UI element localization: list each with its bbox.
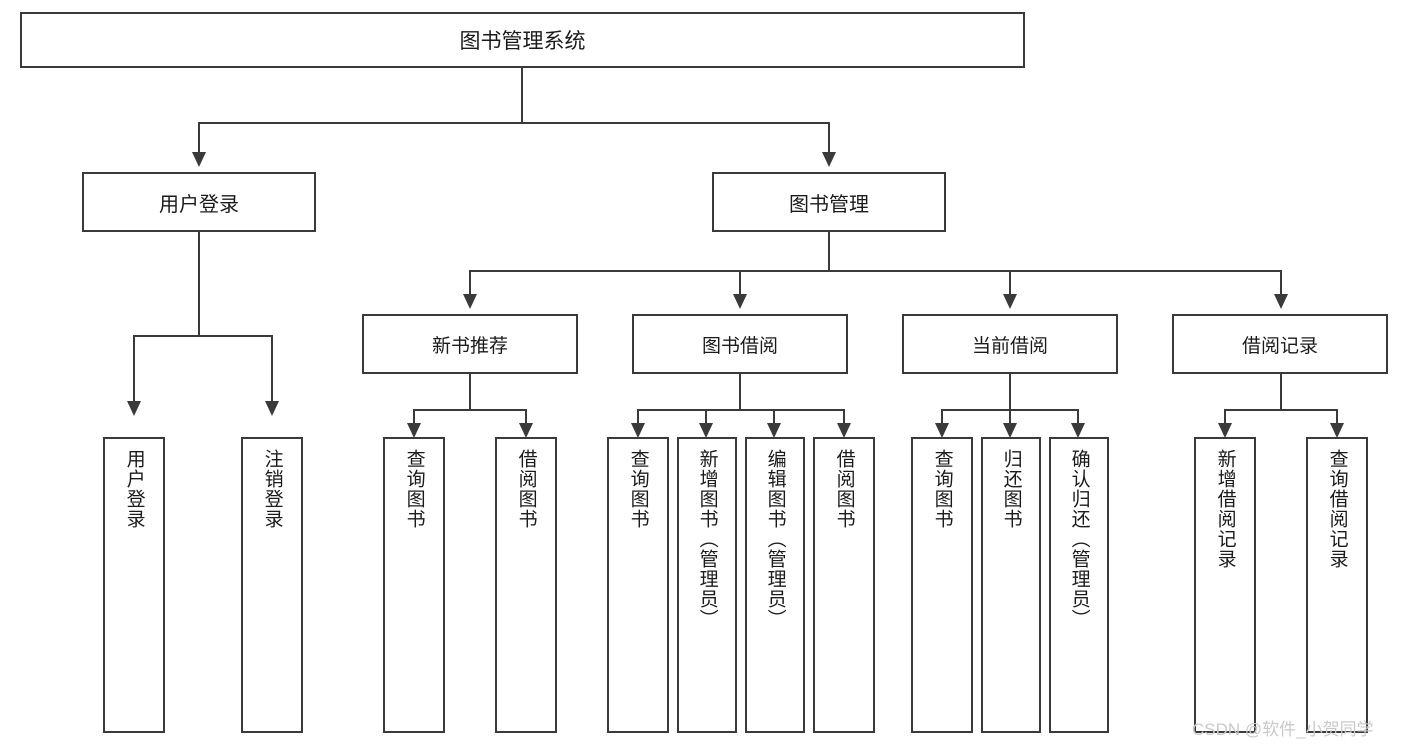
arrow-to-leaf-return-book	[1003, 423, 1017, 438]
node-new-book-recommend-label: 新书推荐	[431, 335, 508, 357]
arrow-to-leaf-borrow-book-2	[837, 423, 851, 438]
node-borrow-record-label: 借阅记录	[1241, 335, 1318, 357]
leaf-return-book[interactable]: 归还图书	[981, 437, 1041, 733]
connector-book-borrow-stem	[739, 374, 741, 410]
leaf-user-login-label: 用户登录	[123, 449, 145, 529]
leaf-logout[interactable]: 注销登录	[241, 437, 303, 733]
arrow-to-new-book-recommend	[463, 294, 477, 309]
leaf-confirm-return[interactable]: 确认归还（管理员）	[1049, 437, 1109, 733]
node-book-borrow-label: 图书借阅	[701, 335, 778, 357]
connector-book-borrow-leg-4	[843, 409, 845, 425]
connector-borrow-record-leg-2	[1336, 409, 1338, 425]
connector-current-borrow-leg-1	[941, 409, 943, 425]
node-root-system-label: 图书管理系统	[459, 30, 586, 53]
connector-current-borrow-stem	[1009, 374, 1011, 410]
connector-root-stem	[521, 68, 523, 122]
leaf-query-book-current[interactable]: 查询图书	[911, 437, 973, 733]
connector-user-login-bar	[133, 335, 271, 337]
node-current-borrow[interactable]: 当前借阅	[902, 314, 1118, 374]
arrow-to-leaf-query-book-3	[935, 423, 949, 438]
connector-root-leg-right	[828, 122, 830, 154]
leaf-edit-book-label: 编辑图书（管理员）	[764, 449, 786, 629]
node-book-manage[interactable]: 图书管理	[712, 172, 946, 232]
leaf-logout-label: 注销登录	[261, 449, 283, 529]
arrow-to-leaf-query-book-2	[631, 423, 645, 438]
connector-new-book-stem	[469, 374, 471, 410]
arrow-to-borrow-record	[1274, 294, 1288, 309]
connector-book-manage-leg-1	[469, 270, 471, 296]
leaf-borrow-book-recommend[interactable]: 借阅图书	[495, 437, 557, 733]
node-current-borrow-label: 当前借阅	[971, 335, 1048, 357]
arrow-to-book-manage	[822, 152, 836, 167]
arrow-to-leaf-logout	[265, 401, 279, 416]
arrow-to-leaf-add-record	[1218, 423, 1232, 438]
arrow-to-leaf-query-record	[1330, 423, 1344, 438]
arrow-to-leaf-add-book	[699, 423, 713, 438]
leaf-return-book-label: 归还图书	[1000, 449, 1022, 529]
connector-book-manage-stem	[828, 232, 830, 272]
connector-user-login-leg-1	[133, 335, 135, 403]
arrow-to-leaf-query-book-1	[407, 423, 421, 438]
leaf-add-book[interactable]: 新增图书（管理员）	[677, 437, 737, 733]
leaf-edit-book[interactable]: 编辑图书（管理员）	[745, 437, 805, 733]
connector-new-book-bar	[413, 409, 526, 411]
leaf-add-borrow-record[interactable]: 新增借阅记录	[1194, 437, 1256, 733]
leaf-query-borrow-record-label: 查询借阅记录	[1326, 449, 1348, 569]
connector-book-borrow-leg-1	[637, 409, 639, 425]
node-user-login[interactable]: 用户登录	[82, 172, 316, 232]
connector-new-book-leg-1	[413, 409, 415, 425]
arrow-to-leaf-user-login	[127, 401, 141, 416]
leaf-query-book-current-label: 查询图书	[931, 449, 953, 529]
connector-current-borrow-leg-2	[1009, 409, 1011, 425]
node-borrow-record[interactable]: 借阅记录	[1172, 314, 1388, 374]
connector-current-borrow-leg-3	[1077, 409, 1079, 425]
arrow-to-leaf-confirm-return	[1071, 423, 1085, 438]
arrow-to-user-login	[192, 152, 206, 167]
leaf-add-borrow-record-label: 新增借阅记录	[1214, 449, 1236, 569]
connector-book-borrow-leg-3	[773, 409, 775, 425]
connector-book-manage-bar	[469, 270, 1282, 272]
leaf-borrow-book-label: 借阅图书	[833, 449, 855, 529]
leaf-query-book-borrow[interactable]: 查询图书	[607, 437, 669, 733]
connector-borrow-record-leg-1	[1224, 409, 1226, 425]
leaf-query-book-borrow-label: 查询图书	[627, 449, 649, 529]
leaf-borrow-book-recommend-label: 借阅图书	[515, 449, 537, 529]
node-new-book-recommend[interactable]: 新书推荐	[362, 314, 578, 374]
connector-borrow-record-stem	[1280, 374, 1282, 410]
leaf-add-book-label: 新增图书（管理员）	[696, 449, 718, 629]
leaf-query-book-recommend-label: 查询图书	[403, 449, 425, 529]
node-book-manage-label: 图书管理	[789, 193, 869, 216]
arrow-to-leaf-borrow-book-1	[519, 423, 533, 438]
arrow-to-book-borrow	[733, 294, 747, 309]
leaf-user-login[interactable]: 用户登录	[103, 437, 165, 733]
connector-new-book-leg-2	[525, 409, 527, 425]
connector-root-bar	[198, 122, 830, 124]
leaf-confirm-return-label: 确认归还（管理员）	[1068, 449, 1090, 629]
connector-borrow-record-bar	[1224, 409, 1337, 411]
leaf-query-borrow-record[interactable]: 查询借阅记录	[1306, 437, 1368, 733]
connector-book-borrow-bar	[637, 409, 845, 411]
connector-user-login-stem	[198, 232, 200, 336]
arrow-to-leaf-edit-book	[767, 423, 781, 438]
leaf-query-book-recommend[interactable]: 查询图书	[383, 437, 445, 733]
node-user-login-label: 用户登录	[159, 193, 239, 216]
connector-book-manage-leg-3	[1009, 270, 1011, 296]
connector-user-login-leg-2	[271, 335, 273, 403]
node-book-borrow[interactable]: 图书借阅	[632, 314, 848, 374]
arrow-to-current-borrow	[1003, 294, 1017, 309]
connector-book-manage-leg-2	[739, 270, 741, 296]
connector-book-manage-leg-4	[1280, 270, 1282, 296]
connector-book-borrow-leg-2	[705, 409, 707, 425]
watermark-text: CSDN @软件_小贺同学	[1192, 720, 1374, 739]
leaf-borrow-book[interactable]: 借阅图书	[813, 437, 875, 733]
connector-root-leg-left	[198, 122, 200, 154]
node-root-system[interactable]: 图书管理系统	[20, 12, 1025, 68]
